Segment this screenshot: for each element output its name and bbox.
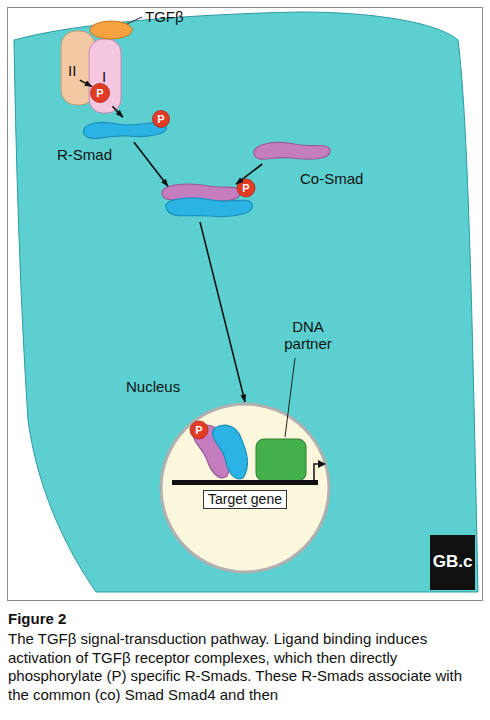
smad-complex: P: [158, 180, 258, 222]
smad-shape: [166, 198, 253, 216]
node-label: I: [102, 68, 106, 85]
node-label: TGFβ: [145, 8, 184, 25]
phosphate-label: P: [152, 110, 170, 128]
receptor-i: IP: [88, 38, 122, 114]
journal-logo-text: GB.c: [430, 552, 475, 572]
co-smad-outline: [250, 138, 332, 164]
phosphate-mark: P: [152, 110, 170, 128]
phosphate-label: P: [90, 83, 110, 103]
dna-strand: [172, 480, 318, 485]
node-label: Co-Smad: [300, 170, 363, 187]
phosphate-circle: [237, 179, 255, 197]
node-label: Nucleus: [126, 378, 180, 395]
ligand-ellipse: [90, 21, 132, 39]
nucleus: NucleusPDNA partnerTarget gene: [159, 402, 331, 574]
leader-line: [127, 17, 142, 24]
signal-arrow: [134, 142, 168, 186]
ligand-outline: [89, 20, 133, 40]
dna-partner-box: [256, 439, 306, 481]
node-label: DNA partner: [272, 318, 344, 352]
receptor-body: [89, 39, 121, 113]
phosphate-circle: [153, 111, 170, 128]
phosphate-mark: P: [90, 83, 110, 103]
figure-number: Figure 2: [8, 610, 66, 628]
r-smad: R-SmadP: [78, 116, 168, 142]
phosphate-circle: [91, 84, 110, 103]
figure-frame: [8, 8, 483, 601]
nuclear-smad-complex: P: [185, 420, 257, 480]
nuclear-envelope: [161, 404, 329, 572]
smad-shape: [254, 142, 330, 159]
signal-arrow: [200, 222, 245, 402]
node-label: R-Smad: [57, 146, 112, 163]
phosphate-label: P: [237, 179, 255, 197]
node-label: II: [68, 62, 76, 79]
dna-partner: DNA partner: [255, 438, 307, 482]
node-label: Target gene: [203, 490, 287, 509]
leader-line: [285, 358, 295, 437]
phosphate-label: P: [190, 421, 208, 439]
dna-partner-outline: [255, 438, 307, 482]
co-smad: Co-Smad: [250, 138, 332, 164]
phosphate-circle: [190, 421, 208, 439]
smad-shape: [83, 122, 166, 138]
ligand: TGFβ: [89, 20, 133, 40]
figure-caption: The TGFβ signal-transduction pathway. Li…: [8, 630, 484, 704]
smad-shape: [213, 425, 248, 479]
target-gene: Target gene: [160, 478, 330, 512]
cell-body: [14, 12, 478, 592]
journal-logo: [430, 535, 475, 590]
transcription-arrowhead: [318, 460, 326, 468]
nucleus-outline: [159, 402, 331, 574]
